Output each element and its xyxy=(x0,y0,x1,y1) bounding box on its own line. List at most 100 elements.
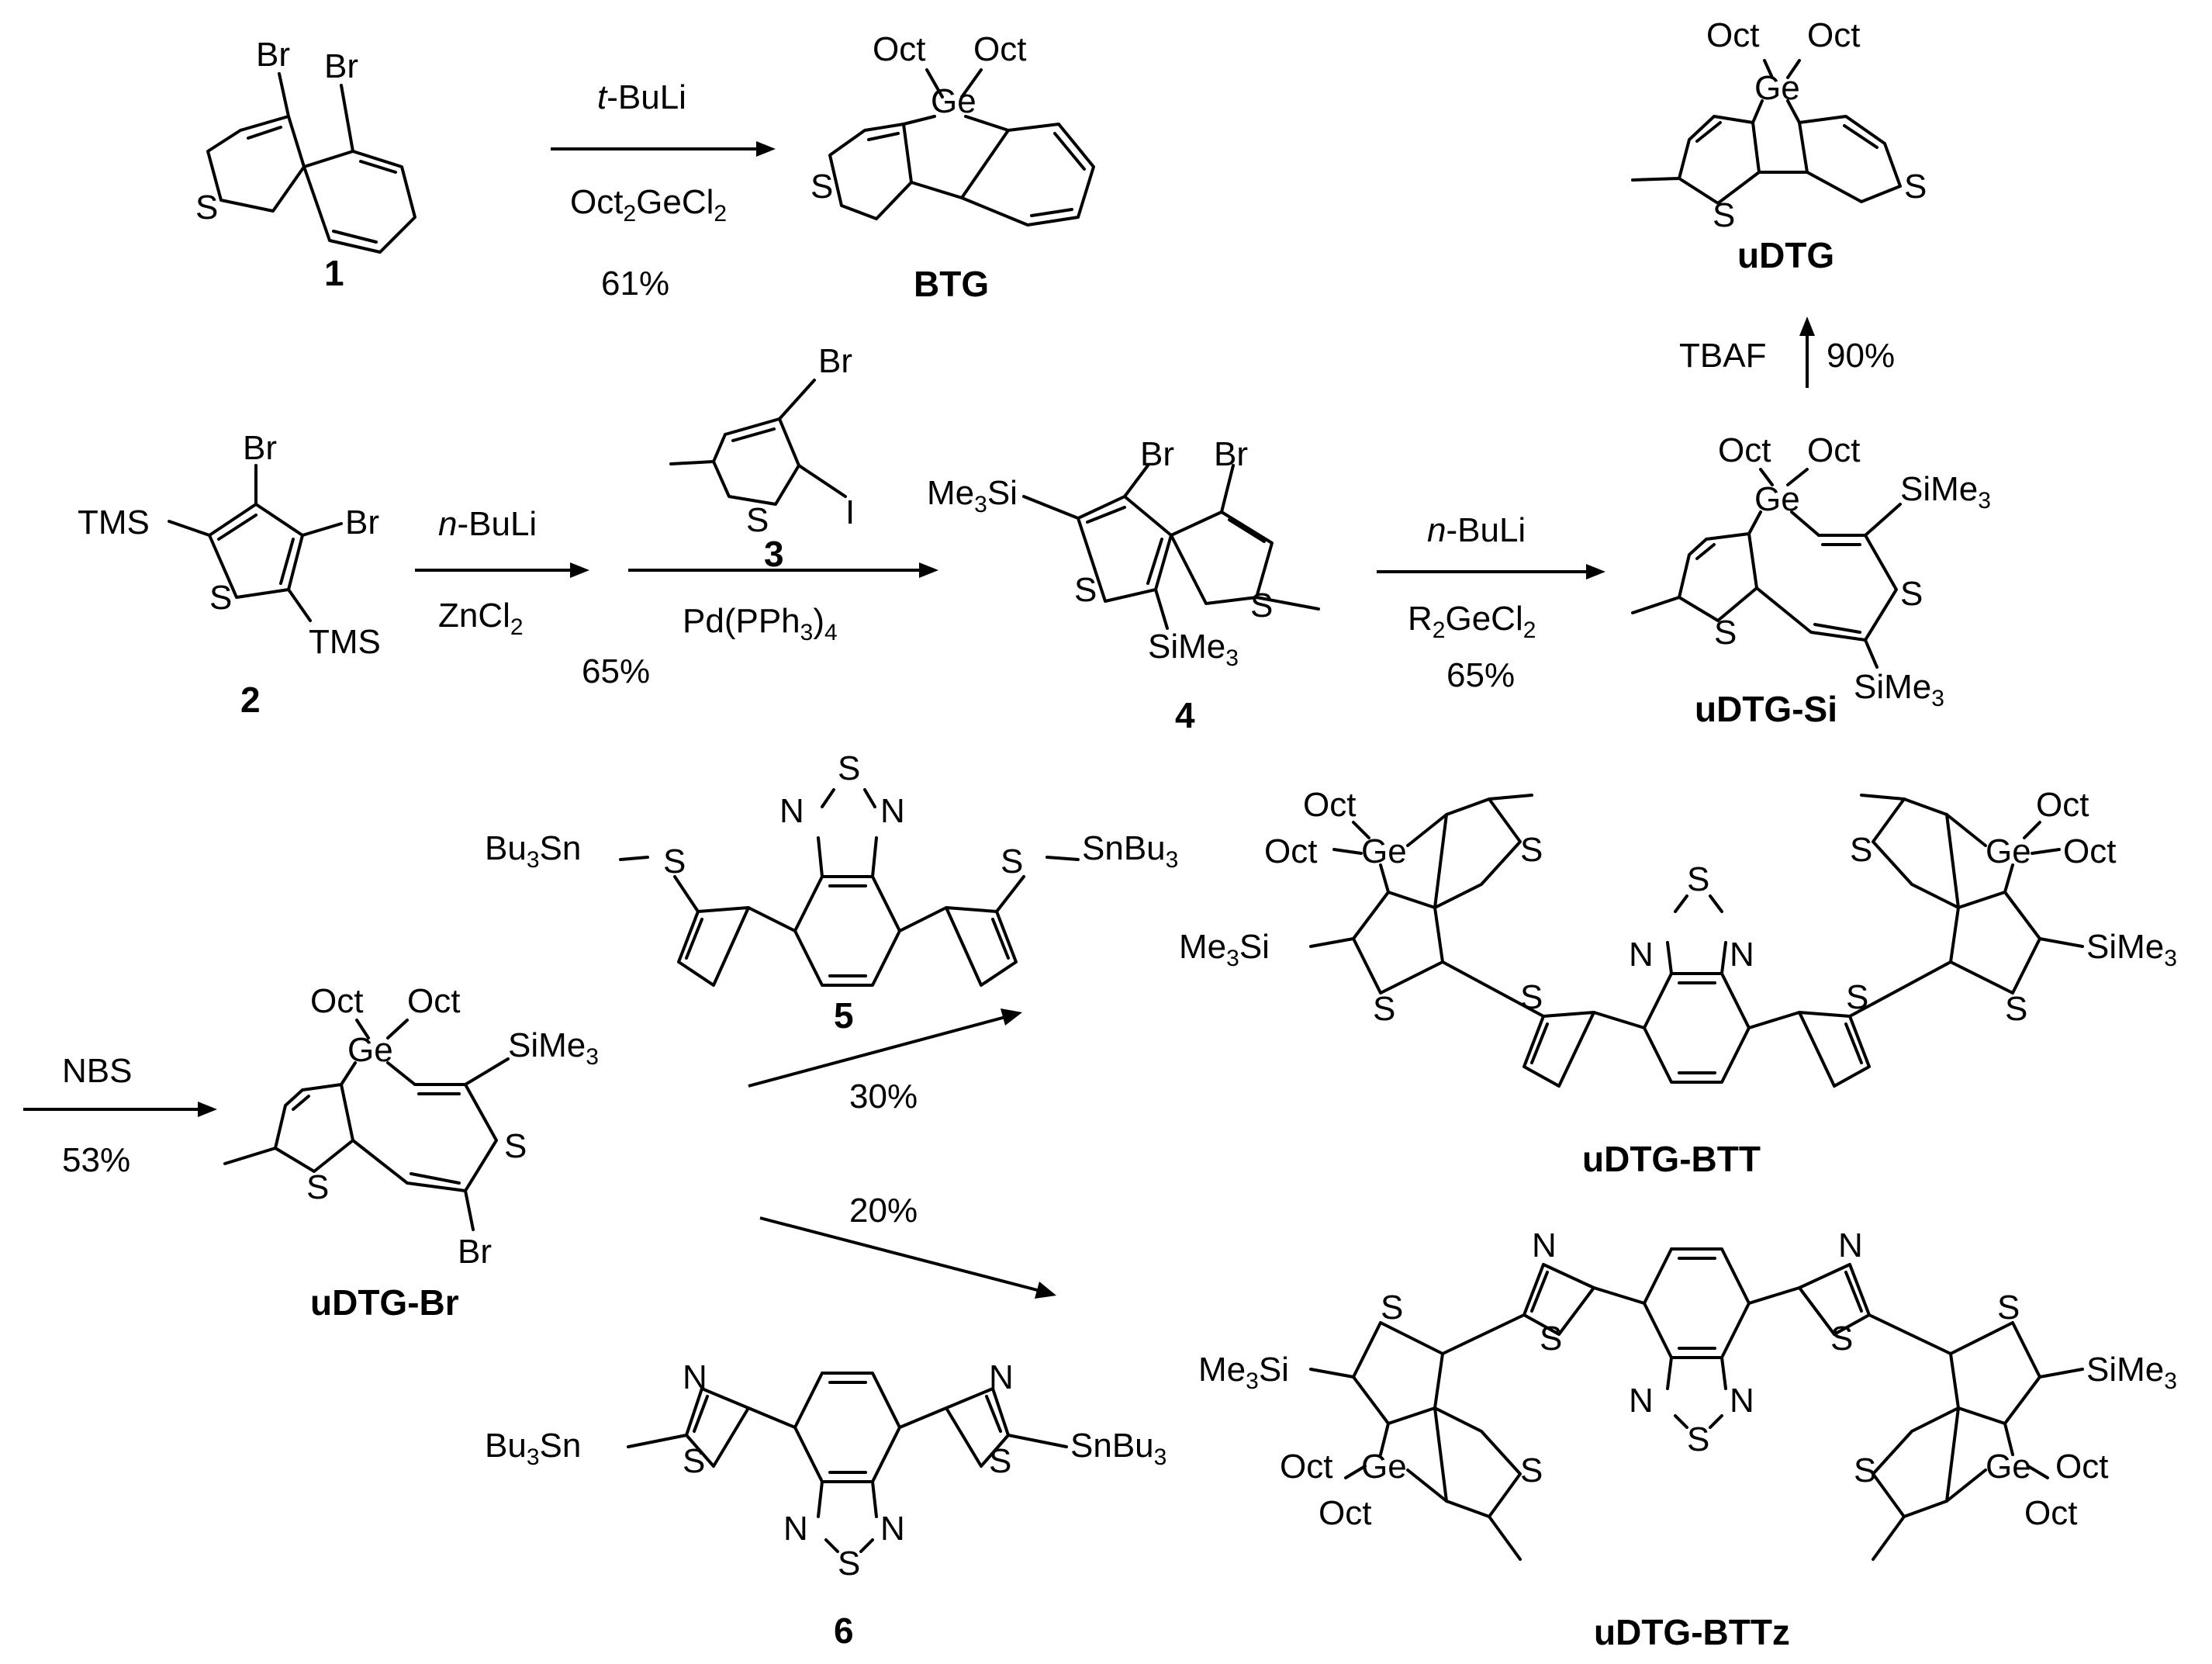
compound-6-structure: N S N N S N S Bu3Sn SnBu3 xyxy=(485,1358,1166,1583)
compound-5-n-left: N xyxy=(779,792,804,830)
udtg-si-ge: Ge xyxy=(1754,480,1800,518)
reaction-arrow-1 xyxy=(551,141,776,157)
reagent-n-buli-2: n-BuLi xyxy=(1427,511,1526,549)
compound-6-bu3sn: Bu3Sn xyxy=(485,1427,581,1470)
compound-label-btg: BTG xyxy=(914,264,989,304)
bttz-s-bt: S xyxy=(1687,1420,1709,1458)
btt-ge-left: Ge xyxy=(1361,832,1407,870)
bttz-sime3-right: SiMe3 xyxy=(2086,1351,2177,1394)
btg-ge: Ge xyxy=(931,82,976,120)
btt-oct-left-2: Oct xyxy=(1264,832,1317,870)
bttz-ge-right: Ge xyxy=(1986,1448,2031,1486)
compound-5-structure: N S N S S Bu3Sn SnBu3 xyxy=(485,749,1178,987)
compound-6-snbu3: SnBu3 xyxy=(1070,1427,1166,1470)
compound-label-3: 3 xyxy=(764,534,784,574)
bttz-s-dtg-left-top: S xyxy=(1381,1289,1403,1327)
udtg-btt-structure: N S N S S Ge Oct Oct S S Me3Si Ge Oct Oc… xyxy=(1179,786,2177,1088)
compound-3-structure: Br I S xyxy=(669,342,855,539)
btt-sime3-right: SiMe3 xyxy=(2086,928,2177,971)
reaction-arrow-tbaf xyxy=(1799,317,1815,388)
udtg-br-s-left: S xyxy=(306,1168,329,1206)
reagent-t-buli: t-BuLi xyxy=(597,78,686,116)
compound-1-br-phenyl: Br xyxy=(324,47,358,85)
yield-61: 61% xyxy=(601,265,669,303)
compound-3-iodine: I xyxy=(845,493,855,531)
reaction-arrow-3 xyxy=(628,562,938,578)
udtg-br-sime3: SiMe3 xyxy=(508,1026,599,1070)
compound-6-s-thiazole-left: S xyxy=(683,1442,705,1480)
btt-oct-right-2: Oct xyxy=(2063,832,2116,870)
compound-2-br-right: Br xyxy=(345,503,379,541)
bttz-s-thiazole-left: S xyxy=(1540,1320,1562,1358)
udtg-br-oct-left: Oct xyxy=(310,982,363,1020)
bttz-me3si-left: Me3Si xyxy=(1198,1351,1289,1394)
yield-30: 30% xyxy=(849,1078,918,1116)
yield-20: 20% xyxy=(849,1192,918,1230)
compound-4-br-right: Br xyxy=(1214,435,1248,473)
compound-4-sime3: SiMe3 xyxy=(1148,628,1239,671)
bttz-oct-right-2: Oct xyxy=(2024,1494,2077,1532)
compound-6-n-thiazole-left: N xyxy=(683,1358,707,1396)
compound-label-udtg-btt: uDTG-BTT xyxy=(1582,1139,1761,1179)
bttz-oct-right-1: Oct xyxy=(2055,1448,2108,1486)
btt-s-bridge-left: S xyxy=(1520,978,1543,1016)
udtg-si-structure: Ge Oct Oct SiMe3 SiMe3 S S xyxy=(1631,431,1991,711)
udtg-br-bromine: Br xyxy=(458,1233,492,1271)
udtg-br-structure: Ge Oct Oct SiMe3 Br S S xyxy=(223,982,599,1271)
compound-4-s-left: S xyxy=(1074,571,1097,609)
bttz-oct-left-2: Oct xyxy=(1319,1494,1371,1532)
bttz-s-thiazole-right: S xyxy=(1830,1320,1853,1358)
bttz-ge-left: Ge xyxy=(1361,1448,1407,1486)
btg-structure: Ge Oct Oct S xyxy=(810,30,1095,227)
compound-4-br-left: Br xyxy=(1140,435,1174,473)
compound-label-udtg-br: uDTG-Br xyxy=(310,1282,459,1323)
compound-4-me3si: Me3Si xyxy=(927,474,1018,517)
reaction-arrow-stille-1 xyxy=(748,1008,1022,1088)
reagent-oct2gecl2: Oct2GeCl2 xyxy=(570,183,727,227)
reagent-pd-pph3-4: Pd(PPh3)4 xyxy=(683,602,838,645)
bttz-s-dtg-right-top: S xyxy=(1997,1289,2020,1327)
udtg-bttz-structure: N S N N S N S S S Ge Oct Oct Me3Si S S G… xyxy=(1198,1226,2177,1561)
compound-label-1: 1 xyxy=(324,253,344,293)
compound-5-bu3sn: Bu3Sn xyxy=(485,829,581,873)
compound-2-tms-left: TMS xyxy=(78,503,150,541)
compound-label-udtg-bttz: uDTG-BTTz xyxy=(1594,1612,1790,1652)
btt-oct-right-1: Oct xyxy=(2036,786,2089,824)
yield-65-b: 65% xyxy=(1446,656,1515,694)
btg-oct-left: Oct xyxy=(873,30,925,68)
bttz-n-thiazole-right: N xyxy=(1838,1226,1863,1264)
btt-s-dtg-right-outer: S xyxy=(1850,831,1872,869)
btt-ge-right: Ge xyxy=(1986,832,2031,870)
reagent-n-buli-1: n-BuLi xyxy=(438,505,537,543)
reaction-arrow-nbs xyxy=(23,1102,217,1117)
btt-s-dtg-left-outer: S xyxy=(1520,831,1543,869)
udtg-si-sime3-top: SiMe3 xyxy=(1900,470,1991,514)
compound-5-n-right: N xyxy=(880,792,905,830)
udtg-br-ge: Ge xyxy=(347,1031,393,1069)
udtg-oct-left: Oct xyxy=(1706,16,1759,54)
compound-3-br: Br xyxy=(818,342,852,380)
reaction-arrow-4 xyxy=(1377,564,1605,579)
yield-90: 90% xyxy=(1827,337,1895,375)
reaction-arrow-2 xyxy=(415,562,589,578)
udtg-br-s-right: S xyxy=(504,1127,527,1165)
compound-label-2: 2 xyxy=(240,680,261,720)
udtg-oct-right: Oct xyxy=(1807,16,1860,54)
btt-n-right: N xyxy=(1730,936,1754,974)
udtg-br-oct-right: Oct xyxy=(407,982,460,1020)
bttz-oct-left-1: Oct xyxy=(1280,1448,1332,1486)
udtg-structure: Ge Oct Oct S S xyxy=(1631,16,1927,234)
udtg-s-right: S xyxy=(1904,168,1927,206)
compound-5-s-thienyl-left: S xyxy=(663,842,686,880)
compound-1-structure: Br Br S xyxy=(195,36,416,254)
compound-1-sulfur: S xyxy=(195,189,218,227)
yield-65-a: 65% xyxy=(582,652,650,690)
btt-me3si-left: Me3Si xyxy=(1179,928,1270,971)
btt-s-bridge-right: S xyxy=(1846,978,1868,1016)
btt-s-dtg-right-inner: S xyxy=(2005,990,2027,1028)
compound-label-udtg: uDTG xyxy=(1737,235,1834,275)
btt-n-left: N xyxy=(1629,936,1654,974)
compound-6-n-thiazole-right: N xyxy=(989,1358,1014,1396)
compound-2-sulfur: S xyxy=(209,579,232,617)
